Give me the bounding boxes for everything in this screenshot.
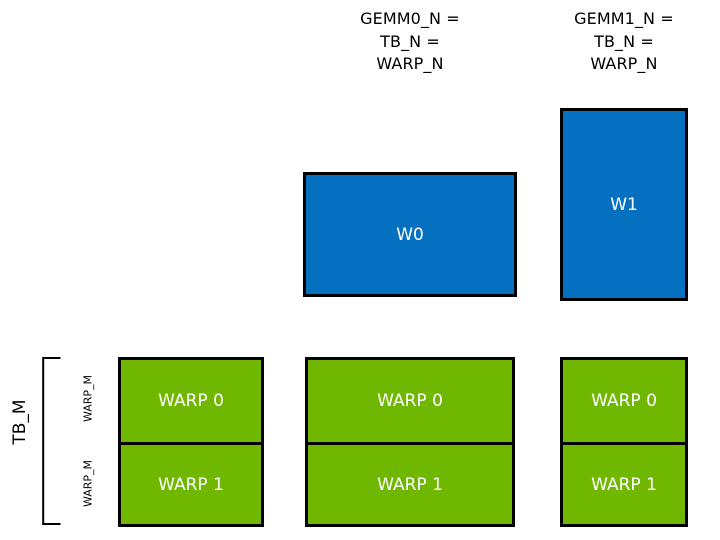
green-cell-warp-0: WARP 0 bbox=[563, 360, 685, 442]
green-cell-label: WARP 1 bbox=[377, 474, 443, 495]
column-header-gemm1: GEMM1_N = TB_N = WARP_N bbox=[574, 9, 674, 74]
green-column-2: WARP 0 WARP 1 bbox=[560, 357, 688, 527]
green-column-0: WARP 0 WARP 1 bbox=[118, 357, 264, 527]
blue-box-w1: W1 bbox=[560, 108, 688, 301]
green-cell-label: WARP 0 bbox=[591, 391, 657, 411]
green-cell-label: WARP 0 bbox=[377, 391, 443, 411]
blue-box-w0-label: W0 bbox=[396, 224, 424, 245]
green-cell-label: WARP 0 bbox=[158, 391, 224, 411]
blue-box-w1-label: W1 bbox=[610, 194, 638, 215]
green-cell-warp-1: WARP 1 bbox=[563, 442, 685, 524]
green-cell-warp-1: WARP 1 bbox=[308, 442, 512, 524]
axis-label-warp-m-0: WARP_M bbox=[81, 374, 95, 423]
green-cell-label: WARP 1 bbox=[158, 474, 224, 495]
green-cell-warp-0: WARP 0 bbox=[308, 360, 512, 442]
column-header-gemm0: GEMM0_N = TB_N = WARP_N bbox=[360, 9, 460, 74]
axis-label-tb-m: TB_M bbox=[10, 399, 30, 445]
green-cell-label: WARP 1 bbox=[591, 474, 657, 495]
tb-m-bracket bbox=[42, 357, 61, 525]
blue-box-w0: W0 bbox=[303, 172, 517, 297]
green-cell-warp-1: WARP 1 bbox=[121, 442, 261, 524]
axis-label-warp-m-1: WARP_M bbox=[81, 459, 95, 508]
green-cell-warp-0: WARP 0 bbox=[121, 360, 261, 442]
green-column-1: WARP 0 WARP 1 bbox=[305, 357, 515, 527]
